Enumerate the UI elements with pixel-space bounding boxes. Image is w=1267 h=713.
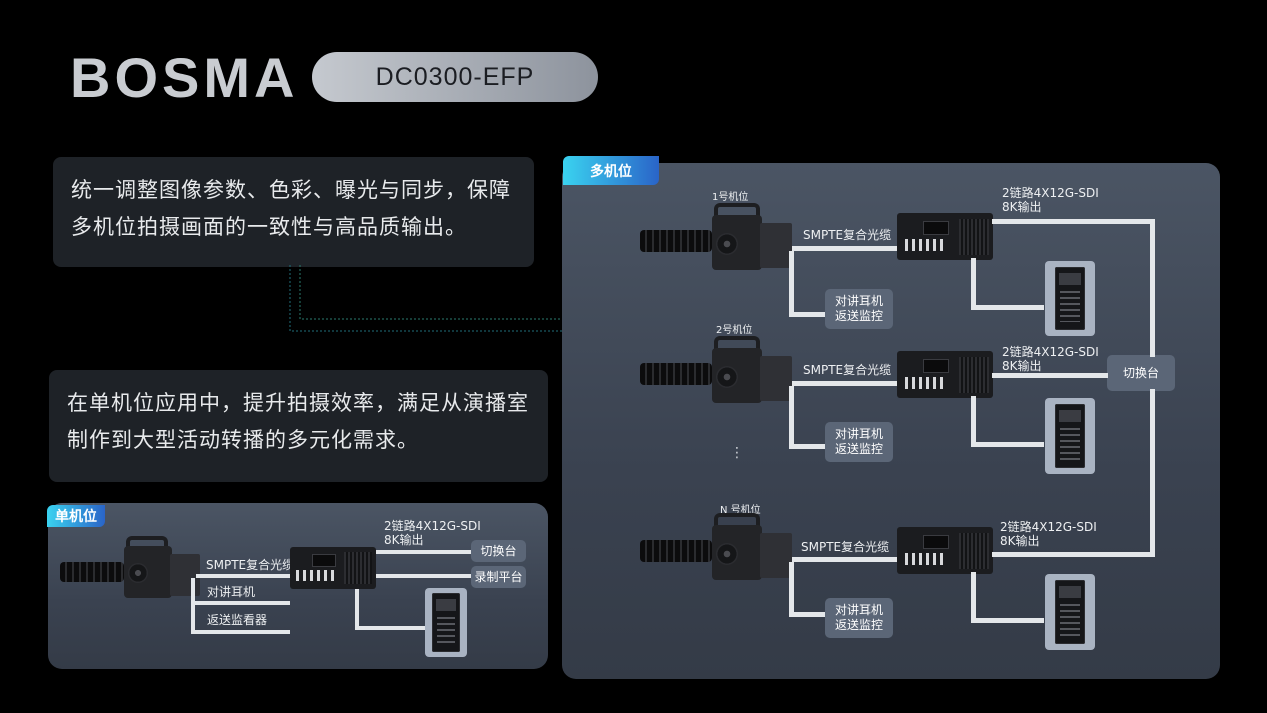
model-badge: DC0300-EFP [312, 52, 598, 102]
unit2-cable-label: SMPTE复合光缆 [803, 363, 892, 377]
single-cable-label: SMPTE复合光缆 [206, 558, 295, 572]
camera-unit-n [640, 513, 800, 583]
unit2-intercom-label: 对讲耳机 [834, 427, 883, 441]
unitN-output-label-2: 8K输出 [1000, 534, 1040, 548]
rcp-unit-1 [1045, 261, 1095, 336]
unit2-return-label: 返送监控 [834, 442, 883, 456]
unitN-intercom-box: 对讲耳机返送监控 [825, 598, 893, 638]
ccu-unit-1 [897, 213, 993, 260]
ccu-unit-2 [897, 351, 993, 398]
connector-lines [289, 265, 562, 332]
unit2-intercom-box: 对讲耳机返送监控 [825, 422, 893, 462]
single-switcher-box: 切换台 [471, 540, 526, 562]
ccu-unit-n [897, 527, 993, 574]
more-units-ellipsis: ⋮ [730, 445, 744, 461]
single-return-monitor-label: 返送监看器 [207, 613, 268, 627]
unit1-intercom-label: 对讲耳机 [834, 294, 883, 308]
unit1-return-label: 返送监控 [834, 309, 883, 323]
single-recorder-box: 录制平台 [471, 566, 526, 588]
unitN-intercom-label: 对讲耳机 [834, 603, 883, 617]
unit1-name: 1号机位 [712, 192, 749, 203]
unitN-name: N 号机位 [720, 505, 761, 516]
unit1-cable-label: SMPTE复合光缆 [803, 228, 892, 242]
sync-description: 统一调整图像参数、色彩、曝光与同步，保障多机位拍摄画面的一致性与高品质输出。 [53, 157, 534, 267]
single-intercom-label: 对讲耳机 [207, 585, 256, 599]
unit2-output-label: 2链路4X12G-SDI [1002, 345, 1099, 359]
camera-unit-2 [640, 336, 800, 406]
camera-unit-1 [640, 203, 800, 273]
rcp-unit-n [1045, 574, 1095, 650]
single-output-label: 2链路4X12G-SDI [384, 519, 481, 533]
multi-camera-tag: 多机位 [563, 156, 659, 185]
unit1-output-label: 2链路4X12G-SDI [1002, 186, 1099, 200]
single-description: 在单机位应用中，提升拍摄效率，满足从演播室制作到大型活动转播的多元化需求。 [49, 370, 548, 482]
switcher-box: 切换台 [1107, 355, 1175, 391]
unit2-name: 2号机位 [716, 325, 753, 336]
single-output-label-2: 8K输出 [384, 533, 424, 547]
unitN-return-label: 返送监控 [834, 618, 883, 632]
unitN-cable-label: SMPTE复合光缆 [801, 540, 890, 554]
unit1-output-label-2: 8K输出 [1002, 200, 1042, 214]
camera-single [60, 536, 210, 602]
ccu-single [290, 547, 376, 589]
single-camera-tag: 单机位 [47, 505, 105, 527]
rcp-single [425, 588, 467, 657]
unitN-output-label: 2链路4X12G-SDI [1000, 520, 1097, 534]
unit1-intercom-box: 对讲耳机返送监控 [825, 289, 893, 329]
unit2-output-label-2: 8K输出 [1002, 359, 1042, 373]
rcp-unit-2 [1045, 398, 1095, 474]
brand-logo: BOSMA [70, 46, 299, 109]
